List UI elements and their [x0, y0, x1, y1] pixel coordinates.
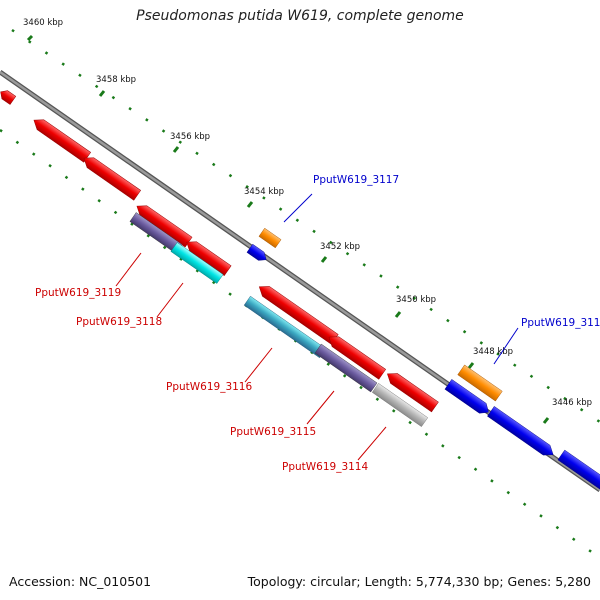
gene-feature[interactable]	[487, 406, 556, 459]
major-tick	[320, 256, 328, 263]
gene-label[interactable]: PputW619_3115	[230, 426, 316, 438]
ruler-label: 3446 kbp	[552, 398, 592, 408]
ruler-label: 3460 kbp	[23, 18, 63, 28]
label-leaders	[115, 193, 519, 461]
leader-line	[283, 193, 313, 223]
gene-feature[interactable]	[457, 364, 503, 402]
ruler-label: 3452 kbp	[320, 242, 360, 252]
reverse-strand-cds	[0, 88, 439, 413]
gene-label[interactable]: PputW619_3116	[166, 381, 252, 393]
gene-feature[interactable]	[314, 343, 378, 393]
gene-feature[interactable]	[80, 153, 142, 201]
gene-label[interactable]: PputW619_3113	[521, 317, 600, 329]
ruler-label: 3456 kbp	[170, 132, 210, 142]
gene-label[interactable]: PputW619_3119	[35, 287, 121, 299]
other-features	[129, 212, 429, 427]
major-tick	[98, 90, 106, 97]
gene-feature[interactable]	[371, 383, 429, 427]
forward-strand-cds	[246, 227, 600, 501]
gene-feature[interactable]	[243, 295, 327, 359]
gene-feature[interactable]	[258, 227, 282, 249]
gene-feature[interactable]	[384, 369, 439, 413]
map-title: Pseudomonas putida W619, complete genome	[136, 8, 464, 24]
ruler-label: 3458 kbp	[96, 75, 136, 85]
leader-line	[306, 390, 335, 425]
gene-feature[interactable]	[246, 243, 269, 264]
leader-line	[115, 252, 142, 287]
leader-line	[493, 327, 519, 365]
major-tick	[172, 146, 180, 153]
ruler-major-ticks	[26, 34, 550, 424]
major-tick	[542, 417, 550, 424]
gene-label[interactable]: PputW619_3114	[282, 461, 368, 473]
inner-tick-track	[0, 128, 600, 560]
leader-line	[357, 426, 387, 461]
major-tick	[394, 311, 402, 318]
gene-feature[interactable]	[256, 282, 339, 345]
major-tick	[467, 362, 475, 369]
accession-label: Accession: NC_010501	[9, 574, 152, 589]
tick-tracks	[0, 28, 600, 560]
outer-tick-track	[11, 28, 600, 424]
major-tick	[26, 34, 34, 42]
leader-line	[244, 347, 273, 383]
gene-feature[interactable]	[30, 115, 92, 163]
genome-summary: Topology: circular; Length: 5,774,330 bp…	[247, 574, 591, 589]
gene-feature[interactable]	[444, 379, 492, 417]
ruler-label: 3454 kbp	[244, 187, 284, 197]
ruler-label: 3450 kbp	[396, 295, 436, 305]
gene-feature[interactable]	[325, 332, 387, 380]
gene-feature[interactable]	[170, 242, 224, 284]
leader-line	[156, 282, 184, 318]
gene-feature[interactable]	[0, 88, 17, 105]
major-tick	[246, 201, 254, 208]
gene-label[interactable]: PputW619_3118	[76, 316, 162, 328]
gene-label[interactable]: PputW619_3117	[313, 174, 399, 186]
gene-feature[interactable]	[557, 449, 600, 501]
ruler-label: 3448 kbp	[473, 347, 513, 357]
